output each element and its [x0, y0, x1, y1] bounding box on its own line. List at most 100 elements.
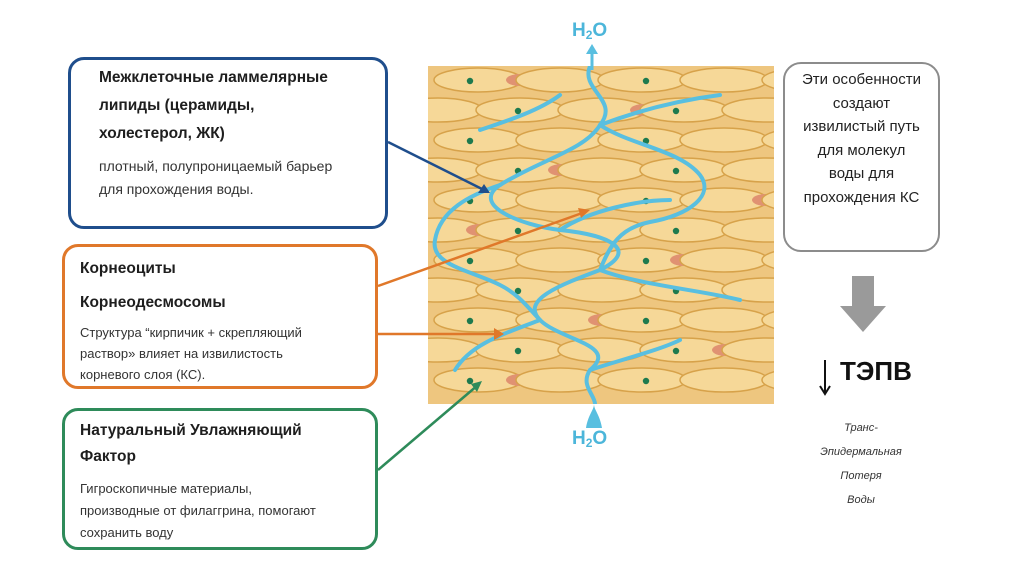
lipids-desc-1: плотный, полупроницаемый барьер: [99, 158, 333, 174]
corneocyte-cell: [428, 97, 483, 123]
water-up-arrow-icon: [586, 44, 598, 70]
corneocyte-cell: [761, 70, 774, 90]
h2o-bottom-label: H2O: [572, 428, 607, 450]
corneocyte-cell: [761, 190, 774, 210]
features-line-1: Эти особенности: [802, 71, 921, 88]
tepv-down-arrow-icon: [819, 360, 831, 396]
lipids-title-2: липиды (церамиды,: [99, 97, 255, 114]
nmf-desc-2: производные от филаггрина, помогают: [80, 503, 316, 518]
lipids-title-3: холестерол, ЖК): [99, 125, 225, 142]
nmf-title-2: Фактор: [80, 448, 136, 465]
corneocytes-desc-1: Структура “кирпичик + скрепляющий: [80, 325, 302, 340]
corneocytes-desc-2: раствор» влияет на извилистость: [80, 346, 283, 361]
nmf-dot: [466, 377, 474, 385]
corneocyte-cell: [761, 130, 774, 150]
tepv-explain-4: Воды: [847, 494, 875, 506]
corneocyte-cell: [433, 127, 523, 153]
corneocyte-cell: [721, 277, 774, 303]
corneocyte-cell: [761, 250, 774, 270]
corneocyte-cell: [515, 187, 605, 213]
features-text: Эти особенности создают извилистый путь …: [785, 68, 938, 209]
h2o-top-o: O: [592, 20, 608, 41]
h2o-bottom-o: O: [592, 428, 608, 449]
corneodesmosome: [916, 374, 944, 386]
tepv-explain-2: Эпидермальная: [820, 446, 902, 458]
corneocyte-cell: [721, 337, 774, 363]
nmf-dot: [466, 137, 474, 145]
corneocyte-cell: [761, 370, 774, 390]
nmf-dot: [642, 377, 650, 385]
features-line-3: извилистый путь: [803, 118, 920, 135]
nmf-dot: [514, 287, 522, 295]
corneocyte-cell: [721, 217, 774, 243]
corneodesmosome: [794, 284, 822, 296]
nmf-dot: [514, 347, 522, 355]
nmf-box: Натуральный Увлажняющий Фактор Гигроскоп…: [62, 408, 378, 550]
nmf-dot: [672, 227, 680, 235]
corneocyte-arrowhead-icon: [578, 208, 590, 218]
corneocytes-box: Корнеоциты Корнеодесмосомы Структура “ки…: [62, 244, 378, 389]
h2o-bottom-h: H: [572, 428, 586, 449]
corneocyte-cell: [428, 277, 483, 303]
nmf-dot: [642, 317, 650, 325]
corneocyte-cell: [721, 97, 774, 123]
corneocytes-desc-3: корневого слоя (КС).: [80, 367, 206, 382]
corneocyte-cell: [721, 157, 774, 183]
water-entry-drop-icon: [586, 404, 602, 428]
corneocyte-cell: [428, 337, 483, 363]
nmf-dot: [466, 317, 474, 325]
tepv-explain-1: Транс-: [844, 422, 878, 434]
nmf-dot: [642, 137, 650, 145]
nmf-desc-1: Гигроскопичные материалы,: [80, 481, 252, 496]
nmf-dot: [672, 167, 680, 175]
nmf-dot: [801, 258, 807, 264]
corneocyte-cell: [433, 307, 523, 333]
corneocyte-cell: [679, 367, 769, 393]
nmf-arrowhead-icon: [471, 381, 482, 392]
nmf-title-1: Натуральный Увлажняющий: [80, 422, 302, 439]
corneocyte-cell: [597, 67, 687, 93]
down-arrow-icon: [840, 276, 886, 332]
desmosome-arrowhead-icon: [494, 328, 504, 340]
nmf-dot: [849, 348, 855, 354]
tepv-label: ТЭПВ: [840, 356, 912, 386]
nmf-dot: [466, 77, 474, 85]
nmf-dot: [672, 107, 680, 115]
nmf-dot: [801, 318, 807, 324]
tepv-explain-3: Потеря: [840, 470, 882, 482]
features-line-6: прохождения КС: [803, 188, 920, 206]
nmf-dot: [466, 257, 474, 265]
corneocyte-cell: [679, 307, 769, 333]
h2o-top-h: H: [572, 20, 586, 41]
h2o-top-label: H2O: [572, 20, 607, 42]
lipids-desc-2: для прохождения воды.: [99, 181, 254, 197]
h2o-top-sub: 2: [585, 28, 593, 42]
lipids-pointer-arrow: [387, 140, 489, 194]
corneocyte-cell: [515, 247, 605, 273]
lipids-title-1: Межклеточные ламмелярные: [99, 69, 328, 86]
nmf-dot: [514, 227, 522, 235]
corneocyte-pointer-arrow: [377, 210, 586, 288]
corneocyte-cell: [761, 310, 774, 330]
nmf-dot: [801, 378, 807, 384]
features-line-5: воды для: [828, 165, 895, 182]
corneodesmosomes-title: Корнеодесмосомы: [80, 294, 226, 311]
corneocyte-cell: [679, 67, 769, 93]
corneocyte-cell: [428, 157, 483, 183]
corneocyte-cell: [597, 367, 687, 393]
features-box: Эти особенности создают извилистый путь …: [783, 62, 940, 252]
corneocyte-cell: [515, 127, 605, 153]
corneocyte-cell: [597, 307, 687, 333]
nmf-dot: [642, 77, 650, 85]
lipids-arrowhead-icon: [478, 184, 490, 193]
corneocyte-cell: [679, 247, 769, 273]
nmf-desc-3: сохранить воду: [80, 525, 174, 540]
nmf-dot: [642, 257, 650, 265]
nmf-dot: [514, 107, 522, 115]
h2o-bottom-sub: 2: [585, 436, 593, 450]
tepv-explanation: Транс- Эпидермальная Потеря Воды: [806, 416, 916, 512]
corneocyte-cell: [679, 127, 769, 153]
features-line-4: для молекул: [817, 141, 906, 159]
corneocytes-title: Корнеоциты: [80, 260, 176, 277]
